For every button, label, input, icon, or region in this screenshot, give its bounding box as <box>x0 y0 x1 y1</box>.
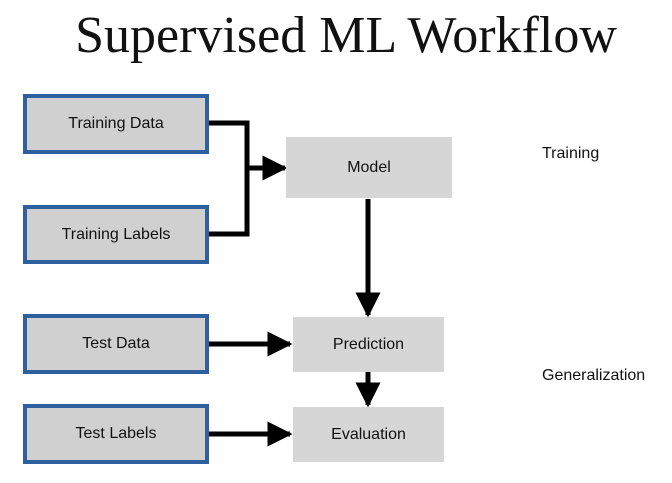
prediction-label: Prediction <box>332 335 405 353</box>
training-labels-box: Training Labels <box>23 205 209 264</box>
evaluation-label: Evaluation <box>331 425 406 443</box>
test-data-label: Test Data <box>82 335 150 352</box>
training-labels-label: Training Labels <box>61 225 171 243</box>
prediction-box: Prediction <box>293 317 444 372</box>
evaluation-box: Evaluation <box>293 407 444 462</box>
model-label: Model <box>347 158 391 176</box>
model-box: Model <box>286 137 452 198</box>
generalization-phase-label: Generalization <box>542 367 646 384</box>
test-labels-box: Test Labels <box>23 404 209 464</box>
test-labels-label: Test Labels <box>75 425 157 442</box>
training-data-connector <box>207 120 250 237</box>
training-data-box: Training Data <box>23 94 209 154</box>
training-data-label: Training Data <box>68 115 164 132</box>
test-data-box: Test Data <box>23 314 209 374</box>
page-title: Supervised ML Workflow <box>75 7 617 64</box>
training-phase-label: Training <box>542 145 600 162</box>
